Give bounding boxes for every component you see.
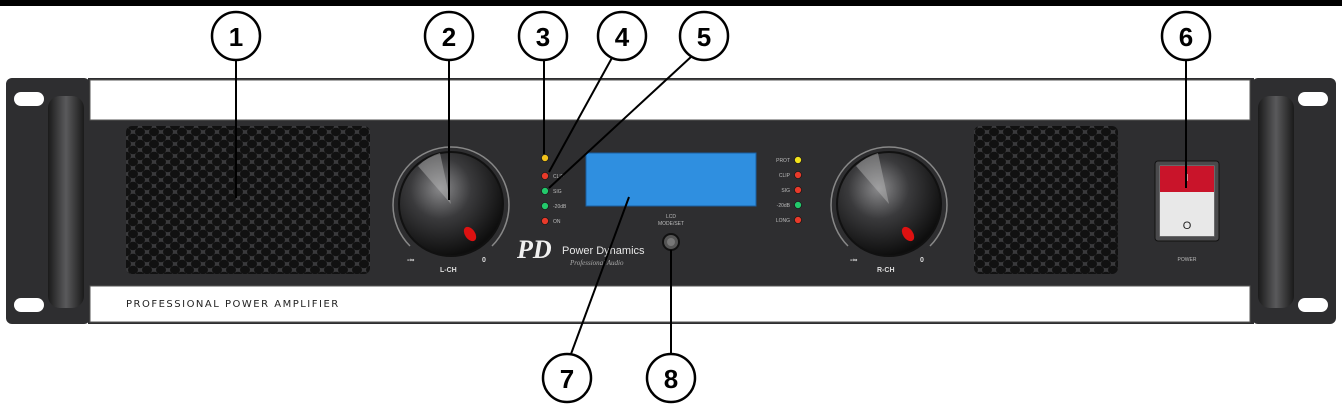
led-right-20db (794, 201, 802, 209)
svg-text:5: 5 (697, 22, 711, 52)
led-left-signal (541, 187, 549, 195)
mode-sub: MODE/SET (658, 221, 684, 227)
led-group-right: PROT CLIP SIG -20dB LONG (776, 156, 802, 224)
handle-left (48, 96, 84, 308)
mode-label: LCD (666, 214, 676, 220)
led-right-label: SIG (781, 188, 790, 194)
switch-off-mark: O (1183, 220, 1192, 232)
svg-text:3: 3 (536, 22, 550, 52)
leader-4 (548, 55, 614, 173)
ventilation-grille-left (126, 126, 370, 274)
led-left-20db (541, 202, 549, 210)
led-right-signal (794, 186, 802, 194)
callouts: 1 2 3 4 5 6 7 8 (210, 10, 1212, 404)
led-left-top (541, 154, 549, 162)
led-left-label: ON (553, 219, 561, 225)
brand-logo-mark: PD (516, 235, 552, 264)
knob-indicator-left (463, 226, 477, 242)
brand-name: Power Dynamics (562, 245, 645, 257)
svg-text:4: 4 (615, 22, 630, 52)
top-border (0, 0, 1342, 6)
led-right-prot (794, 156, 802, 164)
knob-right-min: -∞ (850, 257, 857, 264)
callout-5: 5 (678, 10, 730, 62)
svg-text:2: 2 (442, 22, 456, 52)
ventilation-grille-right (974, 126, 1118, 274)
knob-left-label: L-CH (440, 267, 457, 274)
power-label: POWER (1178, 257, 1197, 263)
led-left-on (541, 217, 549, 225)
knob-left-max: 0 (482, 257, 486, 264)
led-left-clip (541, 172, 549, 180)
callout-7: 7 (541, 352, 593, 404)
svg-text:7: 7 (560, 364, 574, 394)
callout-3: 3 (517, 10, 569, 62)
led-right-label: -20dB (777, 203, 791, 209)
knob-left-min: -∞ (407, 257, 414, 264)
top-strip (89, 79, 1251, 121)
rack-ear-right (1252, 78, 1336, 324)
brand-logo: PD Power Dynamics Professional Audio (516, 235, 645, 267)
led-left-label: CLIP (553, 174, 565, 180)
callout-6: 6 (1160, 10, 1212, 62)
led-group-left: CLIP SIG -20dB ON (541, 154, 567, 225)
led-right-clip (794, 171, 802, 179)
callout-4: 4 (596, 10, 648, 62)
svg-text:6: 6 (1179, 22, 1193, 52)
knob-indicator-right (901, 226, 915, 242)
gain-knob-left[interactable]: -∞ 0 L-CH (392, 146, 510, 274)
handle-right (1258, 96, 1294, 308)
led-right-label: PROT (776, 158, 790, 164)
leader-5 (548, 55, 693, 189)
svg-text:8: 8 (664, 364, 678, 394)
leader-7 (570, 196, 630, 355)
led-right-label: LONG (776, 218, 790, 224)
callout-2: 2 (423, 10, 475, 62)
gain-knob-right[interactable]: -∞ 0 R-CH (830, 146, 948, 274)
led-right-label: CLIP (779, 173, 791, 179)
panel-label: PROFESSIONAL POWER AMPLIFIER (126, 299, 340, 310)
svg-text:1: 1 (229, 22, 243, 52)
knob-right-label: R-CH (877, 267, 895, 274)
led-right-long (794, 216, 802, 224)
led-left-label: SIG (553, 189, 562, 195)
led-left-label: -20dB (553, 204, 567, 210)
rack-ear-left (6, 78, 90, 324)
knob-right-max: 0 (920, 257, 924, 264)
callout-lines (235, 55, 1187, 355)
brand-sub: Professional Audio (569, 259, 624, 267)
lcd-display (585, 152, 757, 207)
callout-8: 8 (645, 352, 697, 404)
callout-1: 1 (210, 10, 262, 62)
